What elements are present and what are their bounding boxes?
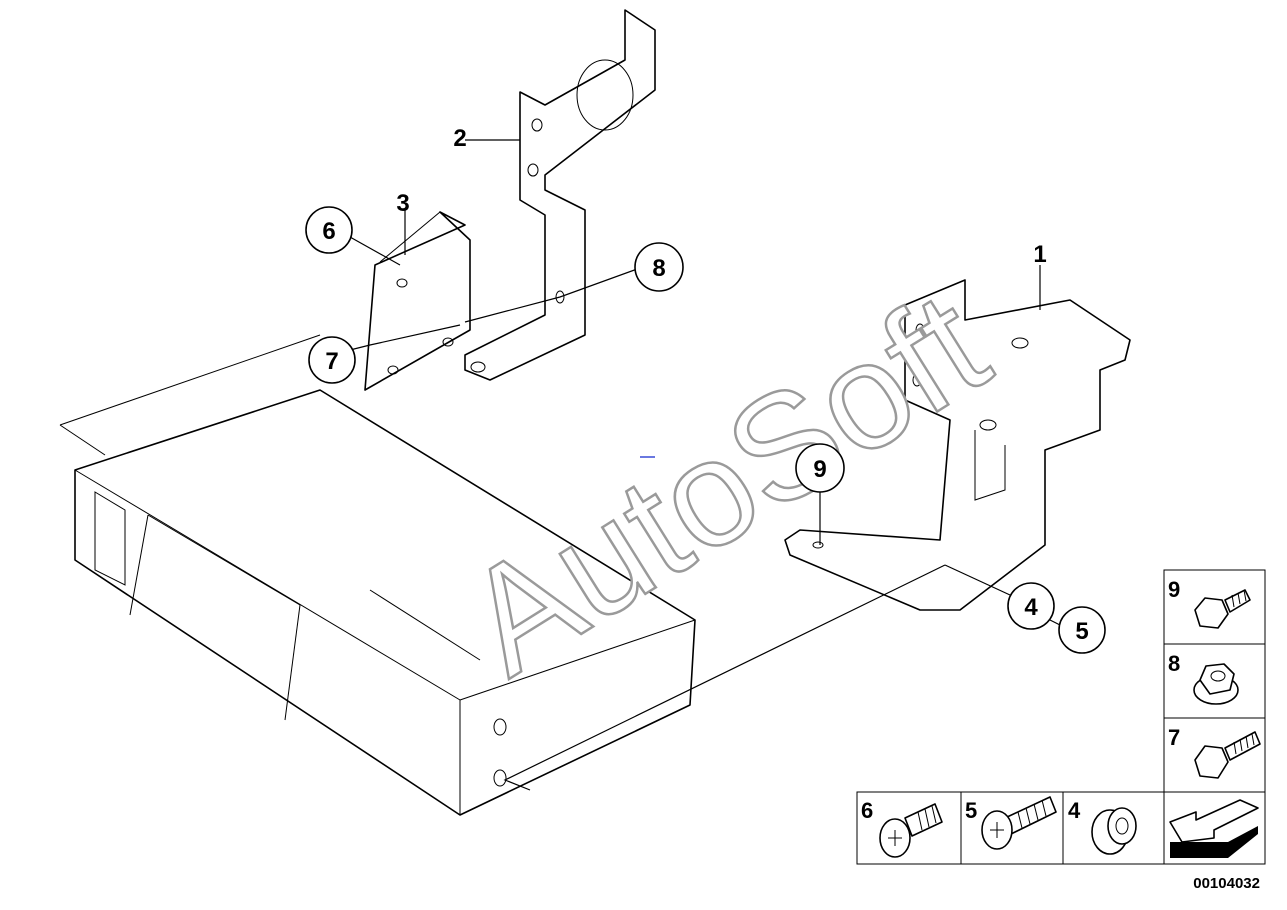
callout-3: 3 — [396, 190, 409, 217]
hex-bolt-long-icon — [1194, 731, 1261, 779]
callouts: 1 2 3 6 7 8 9 4 5 — [305, 125, 1106, 654]
hex-flange-nut-icon — [1193, 663, 1239, 705]
callout-4: 4 — [1024, 594, 1038, 621]
legend-number-6: 6 — [861, 798, 873, 823]
direction-arrow-icon — [1169, 799, 1259, 858]
bracket-part-2 — [464, 9, 656, 381]
callout-5: 5 — [1075, 618, 1088, 645]
legend-number-8: 8 — [1168, 651, 1180, 676]
leader-lines — [349, 236, 1061, 791]
legend-number-5: 5 — [965, 798, 977, 823]
cd-changer-unit — [59, 334, 696, 816]
hex-flange-bolt-icon — [1194, 589, 1251, 629]
callout-9-circle — [795, 443, 845, 493]
callout-5-circle — [1058, 606, 1106, 654]
drawing-number: 00104032 — [1193, 875, 1260, 892]
bracket-part-1 — [784, 265, 1131, 611]
grommet-icon — [1091, 807, 1137, 855]
pan-head-screw-long-icon — [981, 796, 1057, 850]
callout-8: 8 — [652, 255, 665, 282]
legend-number-4: 4 — [1068, 798, 1081, 823]
callout-6: 6 — [322, 218, 335, 245]
legend-number-7: 7 — [1168, 725, 1180, 750]
callout-2: 2 — [453, 125, 466, 152]
callout-6-circle — [305, 206, 353, 254]
legend-number-9: 9 — [1168, 577, 1180, 602]
callout-1: 1 — [1033, 241, 1046, 268]
callout-7-circle — [308, 336, 356, 384]
callout-9: 9 — [813, 456, 826, 483]
callout-7: 7 — [325, 348, 338, 375]
fastener-legend: 9 8 7 6 5 4 — [856, 569, 1266, 865]
callout-8-circle — [634, 242, 684, 292]
pan-head-screw-icon — [879, 803, 943, 858]
callout-4-circle — [1007, 582, 1055, 630]
plate-part-3 — [364, 210, 471, 391]
legend-cell-4 — [1062, 791, 1165, 865]
